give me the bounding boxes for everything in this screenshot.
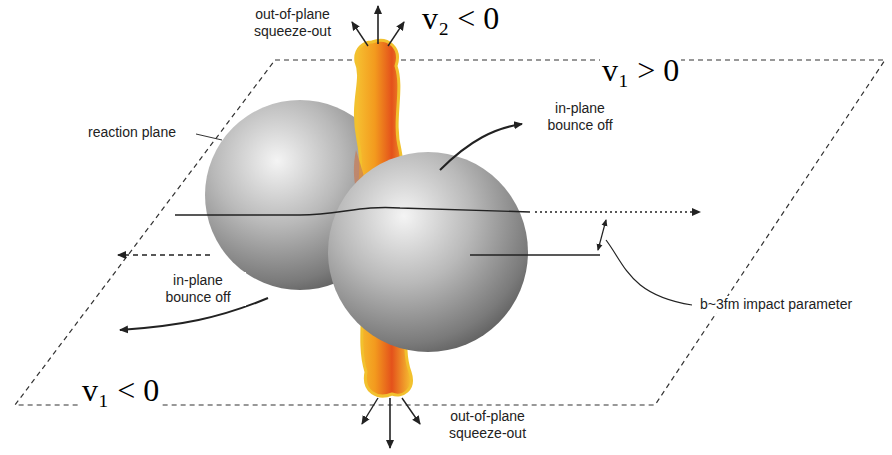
flow-coefficient: v₁ > 0 — [600, 52, 681, 88]
bounce-off-label: in-plane bounce off — [150, 272, 246, 306]
trajectory-line — [175, 207, 530, 215]
squeeze-out-label: out-of-plane squeeze-out — [243, 6, 342, 40]
impact-parameter-arrow — [598, 220, 606, 250]
squeeze-out-arrow — [389, 398, 391, 448]
squeeze-out-arrow — [362, 398, 378, 424]
flow-coefficient: v₁ < 0 — [80, 372, 161, 408]
leader-line — [196, 134, 222, 140]
squeeze-out-arrow — [402, 398, 420, 424]
leader-line — [606, 240, 692, 305]
nucleus-sphere — [328, 152, 528, 352]
flow-coefficient: v₂ < 0 — [420, 0, 501, 36]
squeeze-out-arrow — [352, 22, 368, 46]
squeeze-out-arrow — [377, 6, 379, 44]
trajectory-line — [118, 254, 210, 255]
reaction-plane-outline — [15, 60, 885, 405]
bounce-off-arrow — [440, 124, 522, 170]
plane-label: reaction plane — [86, 124, 178, 141]
squeeze-out-label: out-of-plane squeeze-out — [438, 408, 537, 442]
bounce-off-label: in-plane bounce off — [532, 100, 628, 134]
trajectory-line — [535, 211, 700, 212]
squeeze-out-arrow — [388, 22, 404, 46]
trajectory-line — [470, 254, 600, 255]
impact-parameter-label: b~3fm impact parameter — [698, 296, 854, 313]
